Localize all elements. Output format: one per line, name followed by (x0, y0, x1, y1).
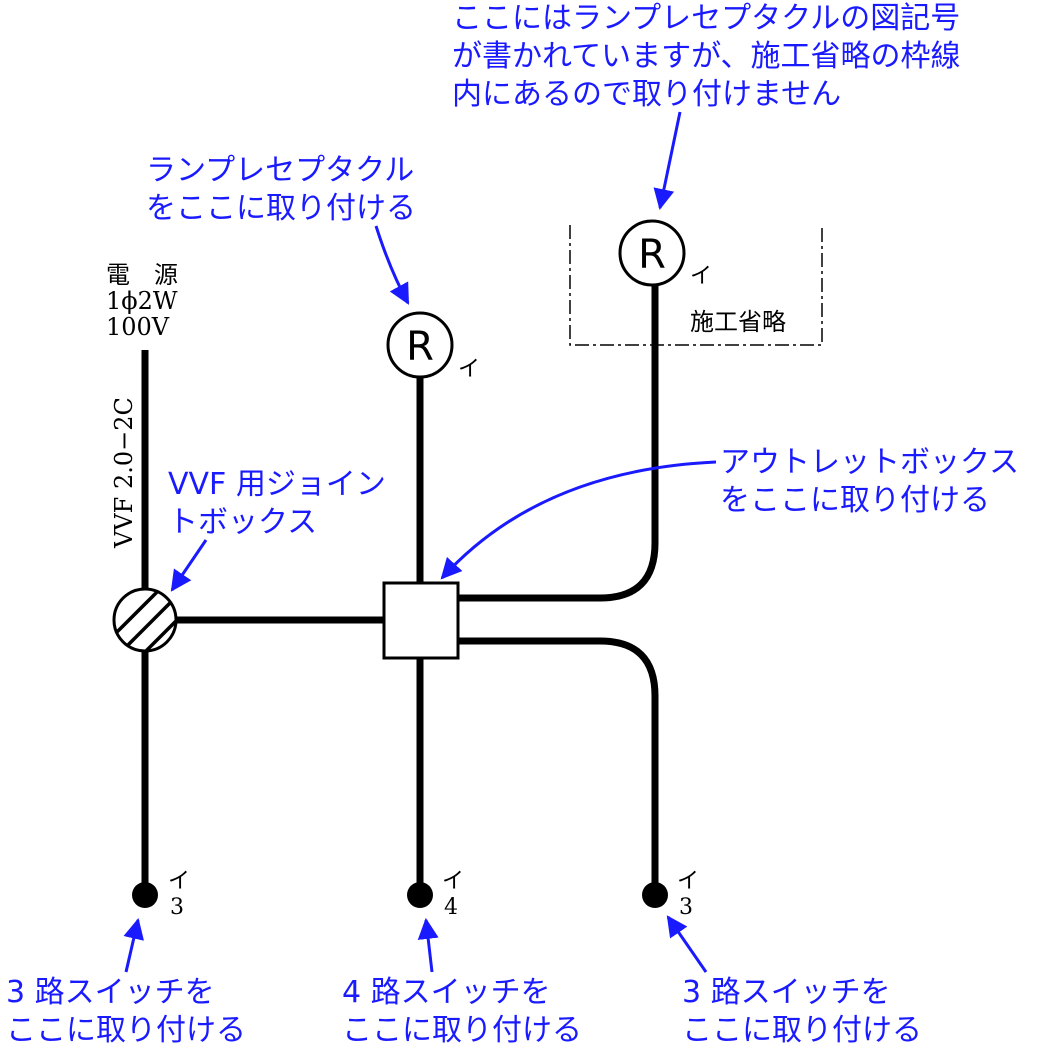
annotation-switch-left-line1: 3 路スイッチを (6, 975, 215, 1010)
arrow-to-switch-right (666, 915, 708, 973)
annotation-omitted-line1: ここにはランプレセプタクルの図記号 (452, 1, 960, 36)
lamp-symbol: R (406, 324, 434, 370)
omitted-area-frame (569, 225, 823, 346)
power-source-label: 電 源 (106, 261, 178, 289)
annotation-switch-left-line2: ここに取り付ける (6, 1013, 246, 1048)
wire-outlet-to-switch-right (458, 637, 659, 892)
power-phase-label: 1ϕ2W (106, 287, 178, 315)
switch-right-type: 3 (679, 895, 693, 920)
switch-left-type: 3 (170, 895, 184, 920)
switch-left-ref: イ (168, 869, 190, 894)
switch-right-ref: イ (677, 869, 699, 894)
annotation-omitted-line2: が書かれていますが、施工省略の枠線 (452, 39, 961, 74)
annotation-omitted-line3: 内にあるので取り付けません (452, 77, 841, 112)
annotation-switch-mid-line1: 4 路スイッチを (342, 975, 551, 1010)
annotation-switch-mid-line2: ここに取り付ける (342, 1013, 582, 1048)
annotation-outlet-line2: をここに取り付ける (720, 483, 990, 518)
power-voltage-label: 100V (106, 313, 170, 341)
outlet-box (382, 581, 460, 660)
lamp-omitted-symbol: R (638, 232, 666, 278)
annotation-outlet-line1: アウトレットボックス (720, 445, 1019, 480)
omitted-area-label: 施工省略 (690, 308, 786, 336)
arrow-to-switch-mid (417, 917, 439, 973)
switch-3way-right (642, 882, 668, 908)
wire-outlet-to-omitted-lamp (458, 284, 659, 602)
annotation-lamp-line2: をここに取り付ける (146, 191, 416, 226)
switch-mid-ref: イ (442, 869, 464, 894)
arrow-to-joint-box (170, 539, 208, 592)
lamp-receptacle-omitted: R (618, 219, 686, 287)
lamp-switch-ref: イ (458, 357, 480, 382)
lamp-omitted-switch-ref: イ (690, 264, 712, 289)
annotation-switch-right-line1: 3 路スイッチを (682, 975, 891, 1010)
arrow-to-lamp (374, 225, 410, 305)
joint-box (112, 587, 178, 653)
lamp-receptacle: R (386, 311, 454, 379)
annotation-joint-line2: トボックス (168, 505, 317, 540)
arrow-to-switch-left (123, 917, 144, 973)
annotation-switch-right-line2: ここに取り付ける (682, 1013, 922, 1048)
switch-4way (407, 882, 433, 908)
annotation-joint-line1: VVF 用ジョイン (168, 467, 386, 502)
cable-type-label: VVF 2.0−2C (110, 397, 138, 549)
annotation-lamp-line1: ランプレセプタクル (146, 153, 414, 188)
arrow-to-outlet-box (440, 460, 717, 580)
switch-3way-left (132, 882, 158, 908)
switch-mid-type: 4 (444, 895, 458, 920)
arrow-to-omitted-lamp (653, 111, 682, 211)
